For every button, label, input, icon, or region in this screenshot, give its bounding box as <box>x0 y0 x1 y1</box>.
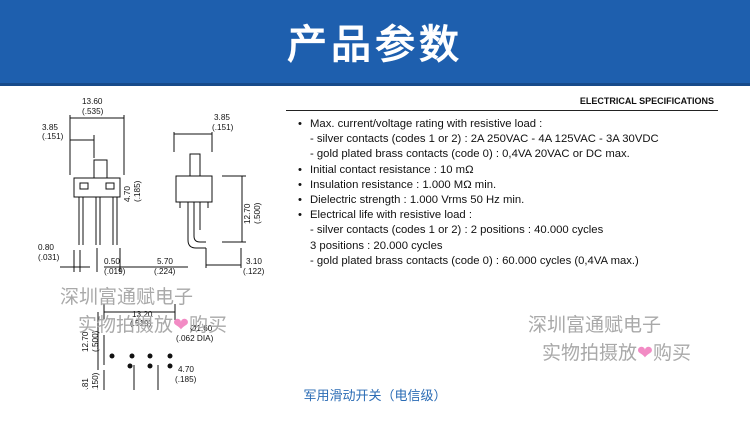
spec-line: Initial contact resistance : 10 mΩ <box>298 163 738 178</box>
spec-line: - silver contacts (codes 1 or 2) : 2A 25… <box>310 133 659 146</box>
svg-text:3.85: 3.85 <box>42 123 58 132</box>
product-caption: 军用滑动开关（电信级） <box>303 389 447 404</box>
svg-text:(.151): (.151) <box>212 123 234 132</box>
svg-text:0.50: 0.50 <box>104 257 120 266</box>
spec-line: - gold plated brass contacts (code 0) : … <box>310 254 639 267</box>
spec-line: - gold plated brass contacts (code 0) : … <box>310 148 630 161</box>
svg-text:(.122): (.122) <box>243 267 265 276</box>
spec-heading: ELECTRICAL SPECIFICATIONS <box>579 96 714 106</box>
title-banner: 产品参数 <box>0 0 750 86</box>
svg-text:3.85: 3.85 <box>214 113 230 122</box>
svg-text:(.224): (.224) <box>154 267 176 276</box>
svg-text:(.031): (.031) <box>38 253 60 262</box>
watermark-left-line2: 实物拍摄放❤购买 <box>78 310 227 337</box>
svg-text:(.151): (.151) <box>42 132 64 141</box>
spec-heading-rule: ELECTRICAL SPECIFICATIONS <box>286 96 718 111</box>
heart-icon: ❤ <box>637 342 653 364</box>
watermark-text: 实物拍摄放 <box>542 342 638 364</box>
watermark-right-line1: 深圳富通赋电子 <box>528 314 662 336</box>
spec-line: Electrical life with resistive load : <box>298 208 738 223</box>
watermark-left-line1: 深圳富通赋电子 <box>60 286 194 308</box>
switch-body-side <box>175 175 213 203</box>
spec-line: Insulation resistance : 1.000 MΩ min. <box>298 178 738 193</box>
svg-text:5.70: 5.70 <box>157 257 173 266</box>
svg-text:0.80: 0.80 <box>38 243 54 252</box>
svg-text:13.20: 13.20 <box>132 310 153 319</box>
svg-text:(.519): (.519) <box>130 319 152 328</box>
svg-text:3.81: 3.81 <box>81 378 90 390</box>
watermark-text: 购买 <box>652 342 691 364</box>
switch-actuator-side <box>189 153 201 177</box>
technical-drawing: 13.60 (.535) 3.85 (.151) 3.85 (.151) 4.7… <box>38 97 265 390</box>
watermark-right-line2: 实物拍摄放❤购买 <box>542 338 691 365</box>
svg-text:(.062 DIA): (.062 DIA) <box>176 334 214 343</box>
spec-line: 3 positions : 20.000 cycles <box>310 239 443 252</box>
page-title: 产品参数 <box>287 22 463 68</box>
spec-line: Dielectric strength : 1.000 Vrms 50 Hz m… <box>298 193 738 208</box>
spec-line: Max. current/voltage rating with resisti… <box>298 117 738 132</box>
svg-text:4.70: 4.70 <box>123 186 132 202</box>
svg-text:(.535): (.535) <box>82 107 104 116</box>
switch-actuator-front <box>93 159 108 179</box>
svg-text:12.70: 12.70 <box>243 203 252 224</box>
svg-text:Ø1.60: Ø1.60 <box>190 324 213 333</box>
svg-text:3.10: 3.10 <box>246 257 262 266</box>
spec-line: - silver contacts (codes 1 or 2) : 2 pos… <box>310 224 604 237</box>
svg-text:13.60: 13.60 <box>82 97 103 106</box>
svg-text:(.185): (.185) <box>133 180 142 202</box>
watermark-text: 实物拍摄放 <box>78 314 174 336</box>
svg-text:(.500): (.500) <box>91 330 100 352</box>
svg-text:(.185): (.185) <box>175 375 197 384</box>
heart-icon: ❤ <box>173 314 189 336</box>
watermark-text: 购买 <box>188 314 227 336</box>
svg-text:(.500): (.500) <box>253 202 262 224</box>
svg-text:4.70: 4.70 <box>178 365 194 374</box>
svg-text:(.150): (.150) <box>91 372 100 390</box>
svg-text:(.019): (.019) <box>104 267 126 276</box>
svg-text:12.70: 12.70 <box>81 331 90 352</box>
spec-list: Max. current/voltage rating with resisti… <box>298 117 738 269</box>
